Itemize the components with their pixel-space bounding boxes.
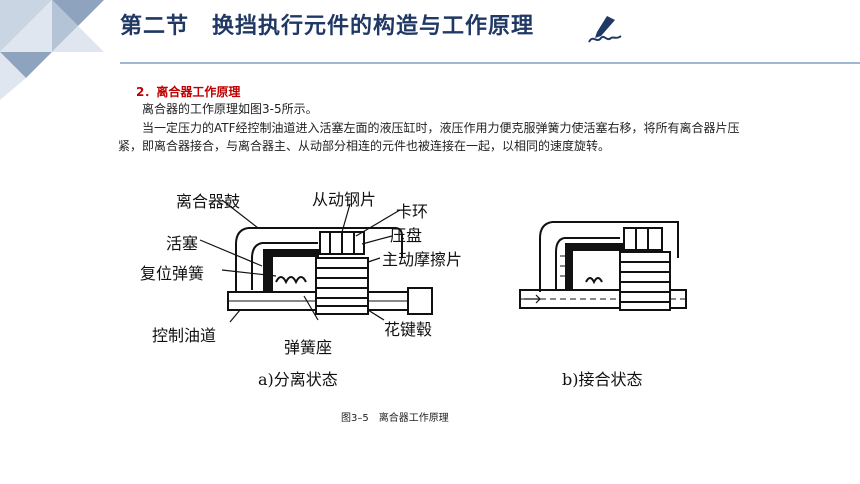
label-piston: 活塞 bbox=[166, 234, 199, 253]
figure-caption: 图3–5 离合器工作原理 bbox=[341, 413, 449, 424]
pen-writing-icon bbox=[588, 16, 622, 43]
label-spring-seat: 弹簧座 bbox=[284, 338, 333, 357]
corner-decoration bbox=[0, 0, 104, 100]
label-pressure-plate: 压盘 bbox=[390, 226, 423, 245]
label-control-passage: 控制油道 bbox=[152, 326, 217, 345]
label-return-spring: 复位弹簧 bbox=[140, 264, 205, 283]
label-hub: 花键毂 bbox=[384, 320, 433, 339]
title-divider bbox=[120, 62, 860, 64]
diagram-a-separated bbox=[199, 199, 433, 323]
label-clutch-drum: 离合器鼓 bbox=[176, 192, 241, 211]
section-heading: 2．离合器工作原理 bbox=[136, 85, 241, 99]
caption-engaged: b)接合状态 bbox=[562, 370, 643, 389]
label-drive-plate: 主动摩擦片 bbox=[382, 250, 463, 269]
paragraph-intro: 离合器的工作原理如图3-5所示。 bbox=[142, 102, 318, 116]
label-snap-ring: 卡环 bbox=[396, 202, 429, 221]
page-title: 第二节 换挡执行元件的构造与工作原理 bbox=[120, 14, 535, 39]
paragraph-body: 当一定压力的ATF经控制油道进入活塞左面的液压缸时，液压作用力便克服弹簧力使活塞… bbox=[118, 121, 740, 153]
label-driven-plate: 从动钢片 bbox=[312, 190, 377, 209]
caption-separated: a)分离状态 bbox=[258, 370, 338, 389]
diagram-b-engaged bbox=[519, 221, 687, 311]
